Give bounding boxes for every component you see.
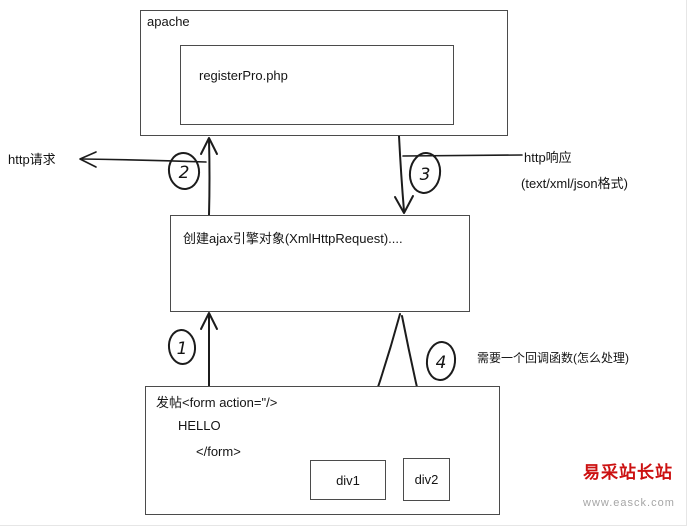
register-php-label: registerPro.php: [199, 68, 288, 83]
form-line3: </form>: [196, 444, 241, 459]
ajax-engine-label: 创建ajax引擎对象(XmlHttpRequest)....: [183, 231, 403, 246]
watermark-site-name: 易采站长站: [583, 463, 673, 482]
http-request-label: http请求: [8, 152, 56, 167]
response-down-arrow-line: [398, 135, 405, 212]
register-php-box: registerPro.php: [180, 45, 454, 125]
div2-box: div2: [403, 458, 450, 501]
step-4-circle: [425, 341, 457, 381]
step-2-circle: [167, 152, 201, 190]
request-up-arrow-head: [200, 137, 218, 155]
step-1-circle: [167, 329, 197, 365]
form-line1: 发帖<form action="/>: [156, 395, 278, 410]
form-up-arrow-head: [200, 312, 218, 330]
div1-label: div1: [336, 472, 360, 488]
request-up-arrow-line: [208, 139, 211, 216]
http-request-arrow-head: [79, 151, 97, 168]
http-response-label: http响应: [524, 150, 572, 165]
form-line2: HELLO: [178, 418, 221, 433]
step-4-number: 4: [436, 353, 447, 373]
step-3-number: 3: [420, 165, 431, 185]
response-down-arrow-head: [394, 195, 414, 214]
watermark: 易采站长站 www.easck.com: [583, 458, 675, 509]
ajax-engine-box: 创建ajax引擎对象(XmlHttpRequest)....: [170, 215, 470, 312]
http-request-arrow-line: [81, 158, 207, 163]
div1-box: div1: [310, 460, 386, 500]
div2-label: div2: [414, 472, 439, 487]
apache-label: apache: [147, 14, 190, 29]
step-1-number: 1: [177, 339, 188, 359]
watermark-site-url: www.easck.com: [583, 497, 675, 509]
response-format-label: (text/xml/json格式): [521, 176, 628, 191]
step-2-number: 2: [179, 163, 190, 183]
http-response-line: [402, 154, 523, 157]
callback-note-label: 需要一个回调函数(怎么处理): [477, 351, 629, 365]
step-3-circle: [408, 152, 442, 194]
